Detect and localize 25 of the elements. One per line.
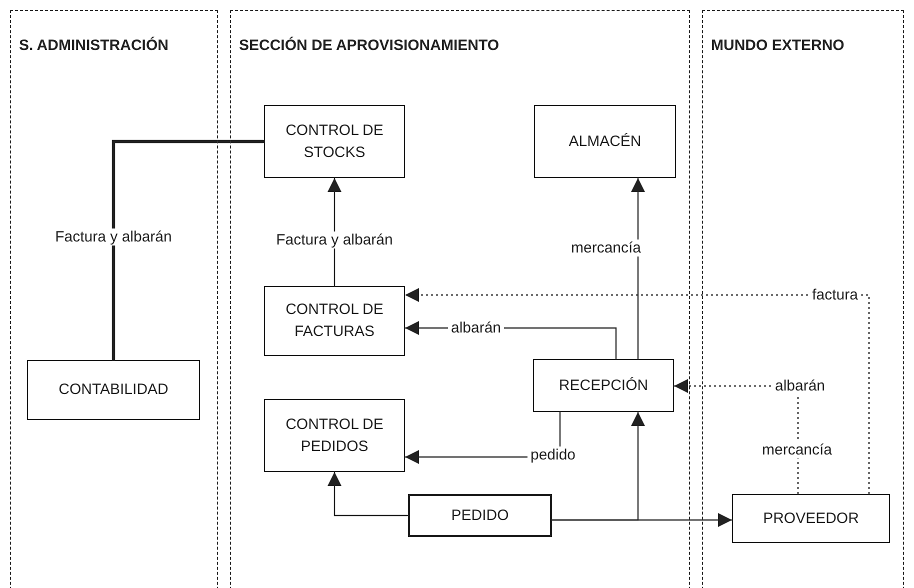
arrow [405, 288, 870, 494]
arrow [552, 513, 732, 527]
lane-title: SECCIÓN DE APROVISIONAMIENTO [239, 37, 500, 54]
process-box [533, 359, 674, 412]
box-label: RECEPCIÓN [558, 376, 648, 396]
box-label: PROVEEDOR [763, 508, 859, 529]
box-label: CONTABILIDAD [58, 380, 168, 400]
process-box [732, 494, 890, 543]
box-label: CONTROL DE STOCKS [284, 120, 384, 162]
lane-title: MUNDO EXTERNO [711, 37, 844, 54]
box-label: CONTROL DE PEDIDOS [284, 414, 384, 456]
process-box [534, 105, 676, 178]
box-label: PEDIDO [451, 506, 509, 526]
box-label: CONTROL DE FACTURAS [284, 300, 384, 342]
process-box [264, 105, 405, 178]
process-box [408, 494, 552, 537]
box-label: ALMACÉN [568, 132, 642, 152]
process-box [264, 286, 405, 356]
swimlane [230, 10, 690, 588]
arrow [328, 472, 408, 516]
arrow [631, 178, 645, 359]
process-box [27, 360, 200, 420]
lane-title: S. ADMINISTRACIÓN [19, 37, 168, 54]
connector-line [112, 140, 264, 360]
process-box [264, 399, 405, 472]
